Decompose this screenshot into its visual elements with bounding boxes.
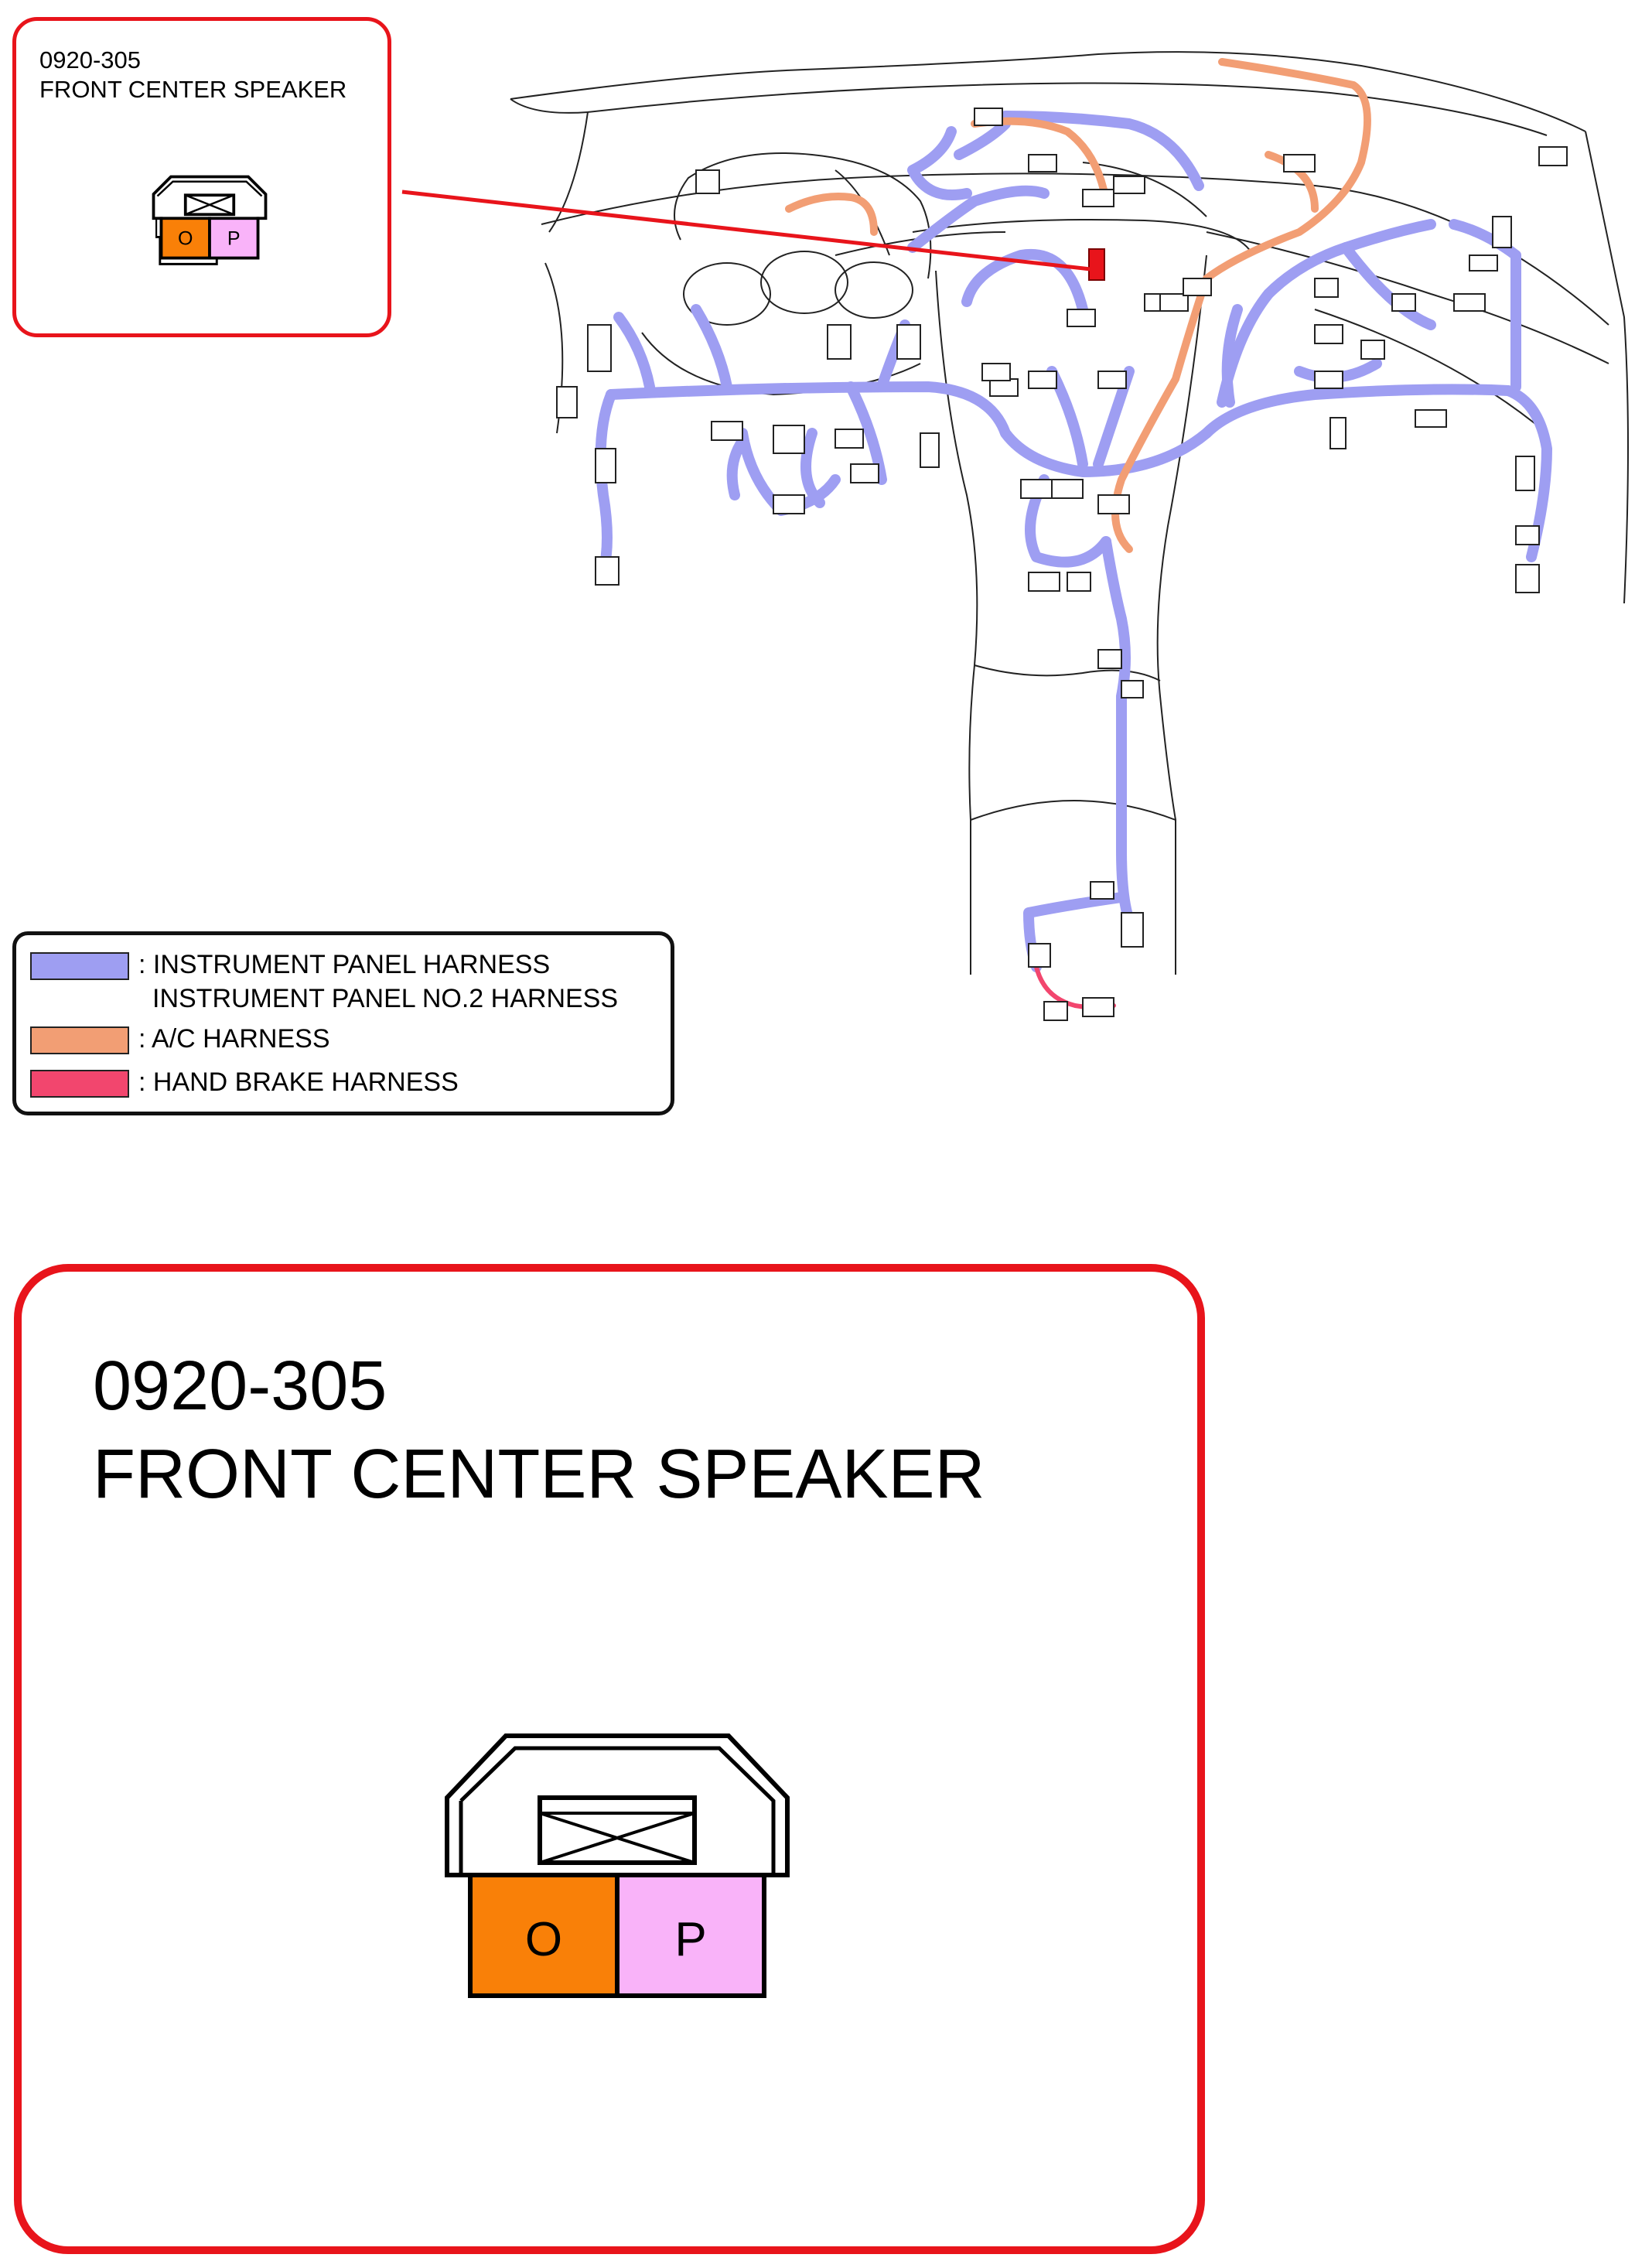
harness-connectors [556, 108, 1568, 1021]
ac-harness [785, 58, 1371, 553]
connector-face-small-detail: O P [152, 175, 268, 260]
dashboard-outline [510, 51, 1629, 975]
connector-code-large: 0920-305 [93, 1347, 387, 1425]
terminal-o[interactable] [468, 1873, 620, 1998]
front-center-speaker-connector-marker[interactable] [1088, 248, 1105, 281]
connector-name-large: FRONT CENTER SPEAKER [93, 1436, 985, 1513]
legend-label-instrument-panel: : INSTRUMENT PANEL HARNESS [138, 950, 551, 979]
instrument-panel-harness [595, 111, 1552, 972]
callout-leader-line [401, 190, 1091, 272]
legend-label-instrument-panel-no2: INSTRUMENT PANEL NO.2 HARNESS [152, 984, 619, 1013]
connector-face-large: O P [445, 1733, 790, 1998]
legend-label-hand-brake: : HAND BRAKE HARNESS [138, 1067, 459, 1097]
terminal-p[interactable] [615, 1873, 766, 1998]
legend-swatch-instrument-panel [30, 952, 129, 980]
terminal-o-label: O [525, 1913, 562, 1966]
connector-code: 0920-305 [39, 46, 142, 73]
legend-label-ac: : A/C HARNESS [138, 1024, 330, 1054]
terminal-o-small [159, 217, 211, 260]
terminal-p-label-small: P [227, 228, 241, 250]
instrument-panel-harness-drawing [401, 51, 1629, 1021]
terminal-o-label-small: O [178, 228, 193, 250]
connector-name: FRONT CENTER SPEAKER [39, 76, 347, 103]
terminal-p-small [208, 217, 260, 260]
legend-swatch-ac [30, 1026, 129, 1054]
terminal-p-label: P [674, 1913, 706, 1966]
legend-swatch-hand-brake [30, 1070, 129, 1098]
harness-legend: : INSTRUMENT PANEL HARNESS INSTRUMENT PA… [12, 931, 674, 1115]
